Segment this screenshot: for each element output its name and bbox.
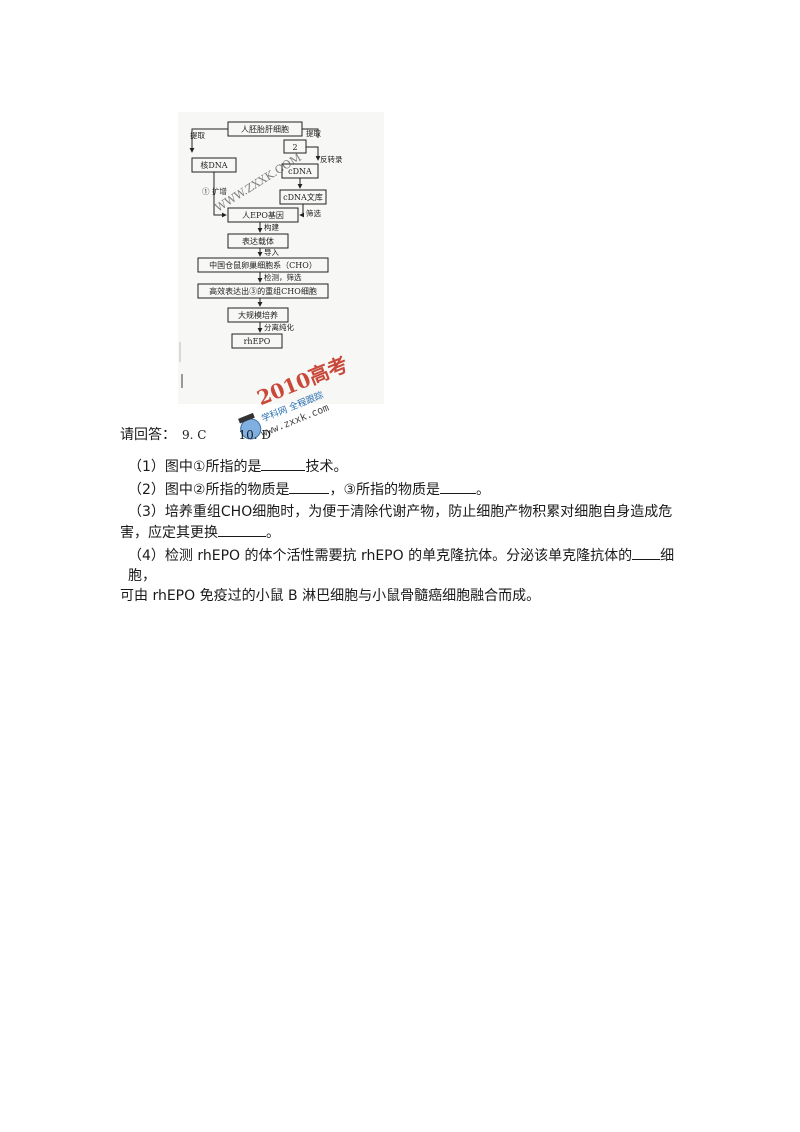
q4-text-mid: 细胞， <box>128 548 675 584</box>
box-large-culture <box>227 307 289 323</box>
question-1: （1）图中①所指的是 技术。 <box>120 456 690 477</box>
box-epo-gene <box>227 207 299 223</box>
flowchart-svg: 人胚胎肝细胞 2 核DNA cDNA cDNA文库 人EPO基因 表达载体 中国… <box>179 121 343 388</box>
label-kidney-cell: 人胚胎肝细胞 <box>241 124 289 134</box>
answers-prefix: 请回答： <box>120 427 176 443</box>
question-4: （4）检测 rhEPO 的体个活性需要抗 rhEPO 的单克隆抗体。分泌该单克隆… <box>120 545 690 606</box>
q1-text-end: 技术。 <box>305 459 348 475</box>
answers-line: 请回答： 9. C 10. D <box>120 426 271 444</box>
q3-blank[interactable] <box>218 522 266 537</box>
q4-text-2: 可由 rhEPO 免疫过的小鼠 B 淋巴细胞与小鼠骨髓癌细胞融合而成。 <box>120 588 541 604</box>
q3-text-2: 害，应定其更换 <box>120 525 218 541</box>
q3-text: （3）培养重组CHO细胞时，为便于清除代谢产物，防止细胞产物积累对细胞自身造成危 <box>128 504 673 520</box>
q4-text: （4）检测 rhEPO 的体个活性需要抗 rhEPO 的单克隆抗体。分泌该单克隆… <box>128 548 633 564</box>
label-detect-screen: 检测，筛选 <box>264 272 302 282</box>
label-nuclear-dna: 核DNA <box>200 160 227 170</box>
label-introduce: 导入 <box>264 248 279 257</box>
q4-blank[interactable] <box>632 545 661 560</box>
q2-text-mid: ，③所指的物质是 <box>329 482 441 498</box>
questions: （1）图中①所指的是技术。 （2）图中②所指的物质是，③所指的物质是。 （3）培… <box>120 456 690 608</box>
label-cdna-library: cDNA文库 <box>283 192 323 202</box>
box-high-expr <box>197 283 329 299</box>
label-screen: 筛选 <box>306 208 321 218</box>
label-cho: 中国仓鼠卵巢细胞系（CHO） <box>209 260 317 270</box>
stamp-svg: 2010高考 学科网 全程跟踪 www.zxxk.com <box>238 352 351 440</box>
label-mrna: 2 <box>292 143 297 152</box>
label-vector: 表达载体 <box>242 236 274 246</box>
label-rhepo: rhEPO <box>244 337 271 346</box>
label-epo-gene: 人EPO基因 <box>242 210 284 220</box>
label-cdna: cDNA <box>288 167 312 176</box>
label-reverse-transcription: 反转录 <box>320 154 343 164</box>
question-3: （3）培养重组CHO细胞时，为便于清除代谢产物，防止细胞产物积累对细胞自身造成危… <box>120 502 690 543</box>
q2-text-end: 。 <box>476 482 491 498</box>
box-vector <box>227 233 289 249</box>
label-amplify: ① 扩增 <box>202 186 227 196</box>
q1-blank[interactable] <box>261 456 306 471</box>
q2-text: （2）图中②所指的物质是 <box>128 482 290 498</box>
answer-9: 9. C <box>182 428 207 442</box>
label-separate-purify: 分离纯化 <box>264 322 294 332</box>
q2-blank-1[interactable] <box>289 479 330 494</box>
box-rhepo <box>231 333 283 349</box>
label-high-expr: 高效表达出③的重组CHO细胞 <box>209 286 317 296</box>
flowchart-figure: 人胚胎肝细胞 2 核DNA cDNA cDNA文库 人EPO基因 表达载体 中国… <box>178 112 384 404</box>
box-cho <box>197 257 329 273</box>
q3-text-end: 。 <box>266 525 280 541</box>
question-2: （2）图中②所指的物质是 ，③所指的物质是 。 <box>120 479 690 500</box>
label-extract-right: 提取 <box>306 128 321 138</box>
logo-stamp: 2010高考 学科网 全程跟踪 www.zxxk.com <box>210 352 380 442</box>
label-extract-left: 提取 <box>190 130 205 140</box>
label-construct: 构建 <box>264 222 279 232</box>
q2-blank-2[interactable] <box>440 479 477 494</box>
answer-10: 10. D <box>238 428 271 442</box>
label-large-culture: 大规模培养 <box>238 310 278 320</box>
cap-icon <box>238 412 255 424</box>
q1-text: （1）图中①所指的是 <box>128 459 262 475</box>
